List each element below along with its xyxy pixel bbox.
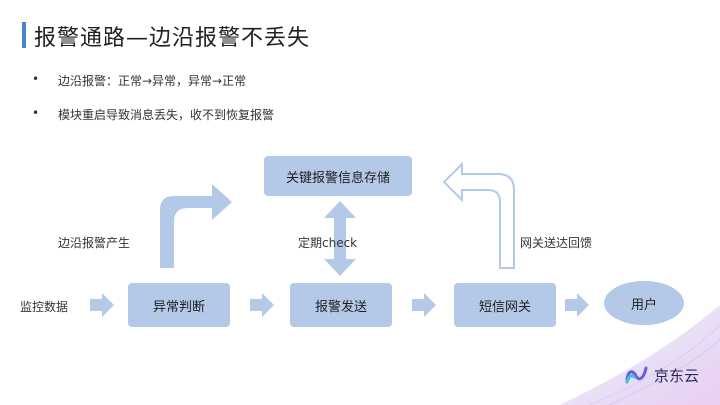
box-key-storage: 关键报警信息存储 (264, 156, 412, 196)
jdcloud-logo-icon (625, 366, 648, 384)
label-monitor-data: 监控数据 (20, 300, 69, 314)
arrow-monitor-to-judge (90, 293, 114, 317)
bullet-text: 边沿报警：正常→异常，异常→正常 (58, 74, 247, 88)
arrow-gateway-feedback (442, 161, 515, 269)
bullet-text: 模块重启导致消息丢失，收不到恢复报警 (58, 108, 275, 122)
page-title: 报警通路—边沿报警不丢失 (34, 26, 311, 51)
box-judge: 异常判断 (128, 283, 230, 327)
label-gateway-feedback: 网关送达回馈 (520, 236, 593, 250)
bullet-marker: • (32, 72, 40, 86)
box-user: 用户 (604, 281, 684, 325)
arrow-storage-send-bidirectional (324, 201, 356, 276)
arrow-judge-to-storage (160, 184, 232, 268)
box-sms-gateway: 短信网关 (454, 283, 556, 327)
bullet-marker: • (32, 106, 40, 120)
title-accent-bar (22, 22, 26, 48)
brand-logo: 京东云 (624, 364, 699, 386)
label-edge-alarm: 边沿报警产生 (58, 236, 131, 250)
arrow-gateway-to-user (565, 293, 589, 317)
arrow-judge-to-send (250, 293, 274, 317)
logo-text: 京东云 (654, 366, 700, 385)
arrow-send-to-gateway (412, 293, 436, 317)
label-periodic-check: 定期check (298, 236, 358, 250)
box-send: 报警发送 (290, 283, 392, 327)
